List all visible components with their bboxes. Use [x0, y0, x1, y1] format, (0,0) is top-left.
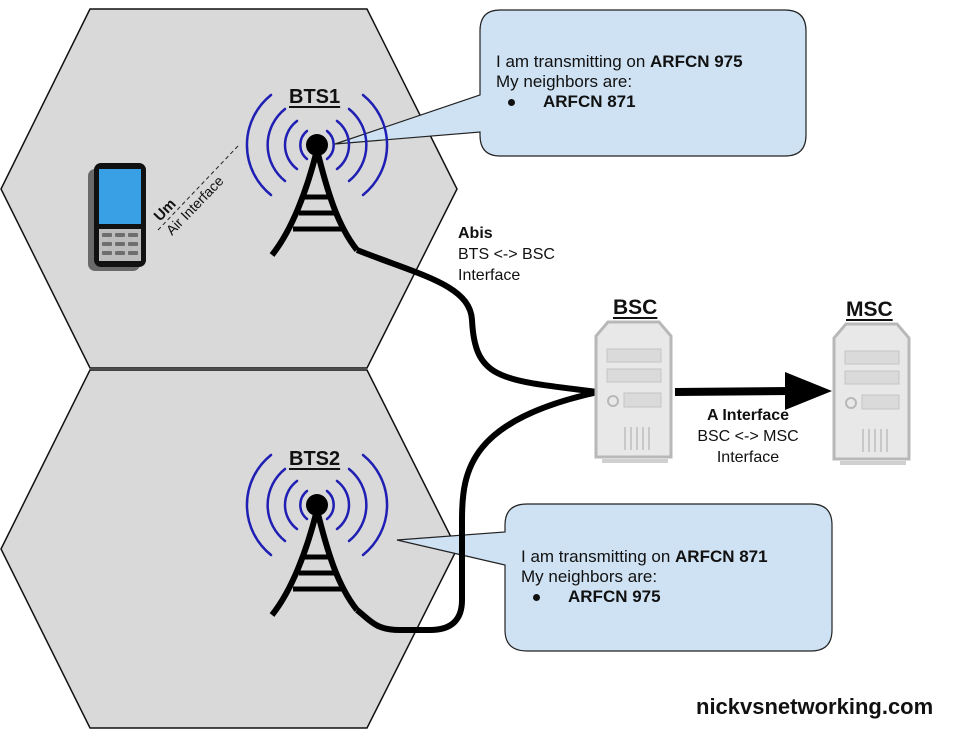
abis-line1: BTS <-> BSC	[458, 246, 555, 263]
callout-1-neighbor-item: ARFCN 871	[508, 92, 743, 112]
abis-line2: Interface	[458, 267, 521, 284]
callout-text-2: I am transmitting on ARFCN 871 My neighb…	[521, 547, 768, 607]
callout-2-neighbor-item: ARFCN 975	[533, 587, 768, 607]
callout-1-line2: My neighbors are:	[496, 72, 633, 91]
a-interface-title: A Interface	[706, 407, 790, 424]
abis-interface-label: Abis BTS <-> BSC Interface	[458, 223, 555, 286]
a-interface-arrow	[674, 372, 832, 410]
mobile-phone-icon	[88, 163, 146, 271]
bullet-icon	[508, 98, 515, 106]
abis-link-bts2	[355, 389, 599, 633]
tower-label-bts1: BTS1	[289, 86, 341, 108]
callout-bubble-2	[396, 503, 833, 652]
air-interface-link	[157, 145, 239, 231]
radio-waves-icon	[245, 93, 389, 197]
callout-2-line2: My neighbors are:	[521, 567, 658, 586]
tower-label-bts2: BTS2	[289, 448, 341, 470]
abis-title: Abis	[458, 225, 493, 242]
a-interface-line2: Interface	[716, 449, 780, 466]
bullet-icon	[533, 593, 540, 601]
radio-waves-icon	[245, 453, 389, 557]
bsc-label: BSC	[613, 296, 658, 319]
cell-tower-icon-1	[245, 93, 389, 257]
callout-bubble-1	[334, 9, 807, 157]
a-interface-label: A Interface BSC <-> MSC Interface	[688, 405, 808, 468]
msc-label: MSC	[846, 298, 893, 321]
cell-hexagon-1	[0, 8, 458, 369]
abis-link-bts1	[355, 247, 599, 395]
a-interface-line1: BSC <-> MSC	[697, 428, 799, 445]
cell-tower-icon-2	[245, 453, 389, 617]
callout-text-1: I am transmitting on ARFCN 975 My neighb…	[496, 52, 743, 112]
cell-hexagon-2	[0, 369, 458, 729]
callout-2-line1: I am transmitting on ARFCN 871	[521, 547, 768, 566]
callout-1-line1: I am transmitting on ARFCN 975	[496, 52, 743, 71]
bsc-server-icon	[594, 320, 673, 463]
site-watermark: nickvsnetworking.com	[696, 694, 934, 719]
msc-server-icon	[832, 322, 911, 465]
